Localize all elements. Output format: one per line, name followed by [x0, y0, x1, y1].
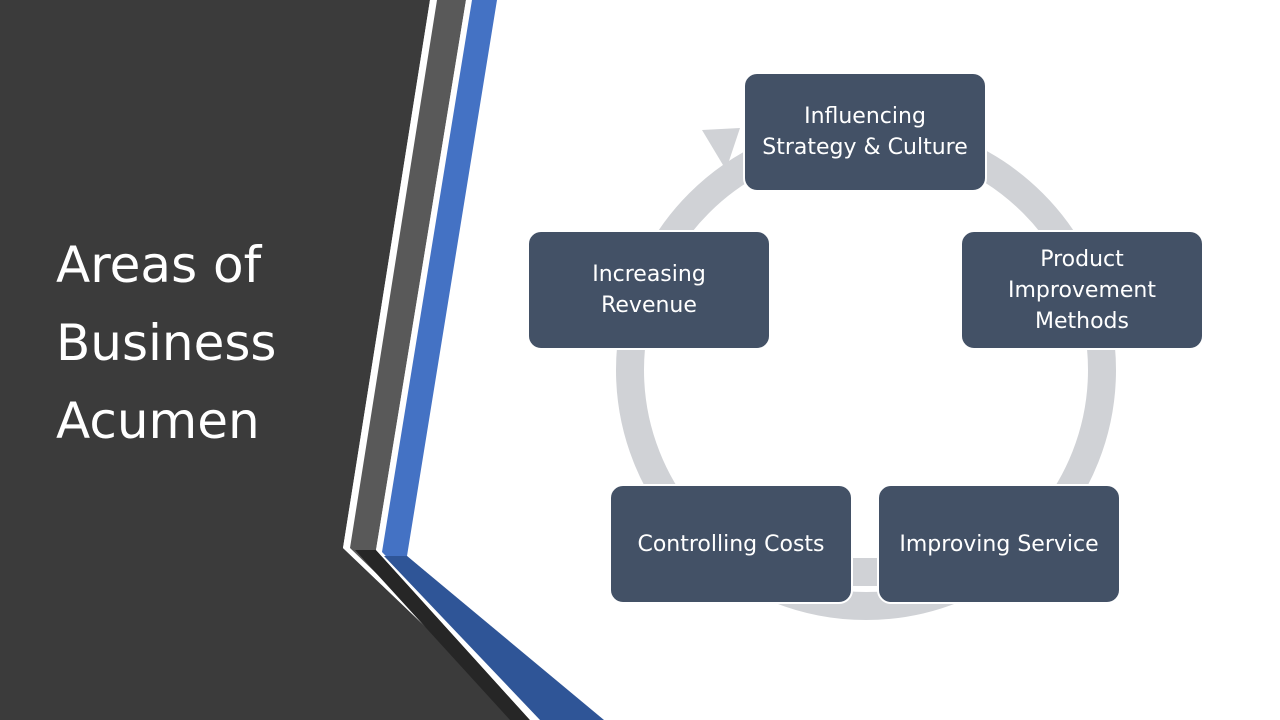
blue-stripe-lower: [384, 556, 604, 720]
node-controlling-costs: Controlling Costs: [609, 484, 853, 604]
title-line-3: Acumen: [56, 392, 260, 450]
node-2-line-3: Methods: [1035, 308, 1129, 334]
node-5-line-2: Revenue: [601, 293, 697, 318]
node-2-line-1: Product: [1040, 246, 1124, 272]
dark-thin-line: [355, 550, 530, 720]
node-increasing-revenue: Increasing Revenue: [527, 230, 771, 350]
title-line-1: Areas of: [56, 236, 262, 294]
slide-title: Areas of Business Acumen: [56, 226, 336, 460]
node-3-line-1: Improving Service: [899, 531, 1099, 557]
node-influencing-strategy-culture: Influencing Strategy & Culture: [743, 72, 987, 192]
node-1-line-2: Strategy & Culture: [762, 135, 968, 160]
node-2-line-2: Improvement: [1008, 277, 1156, 303]
cycle-arrow-head: [702, 128, 740, 170]
node-1-line-1: Influencing: [804, 104, 926, 129]
node-improving-service: Improving Service: [877, 484, 1121, 604]
title-line-2: Business: [56, 314, 277, 372]
node-4-line-1: Controlling Costs: [637, 531, 825, 557]
blue-stripe: [382, 0, 600, 720]
node-product-improvement-methods: Product Improvement Methods: [960, 230, 1204, 350]
node-5-line-1: Increasing: [592, 262, 706, 287]
dark-panel: [0, 0, 523, 720]
white-gap-line-2: [376, 0, 542, 720]
gray-stripe: [350, 0, 530, 720]
